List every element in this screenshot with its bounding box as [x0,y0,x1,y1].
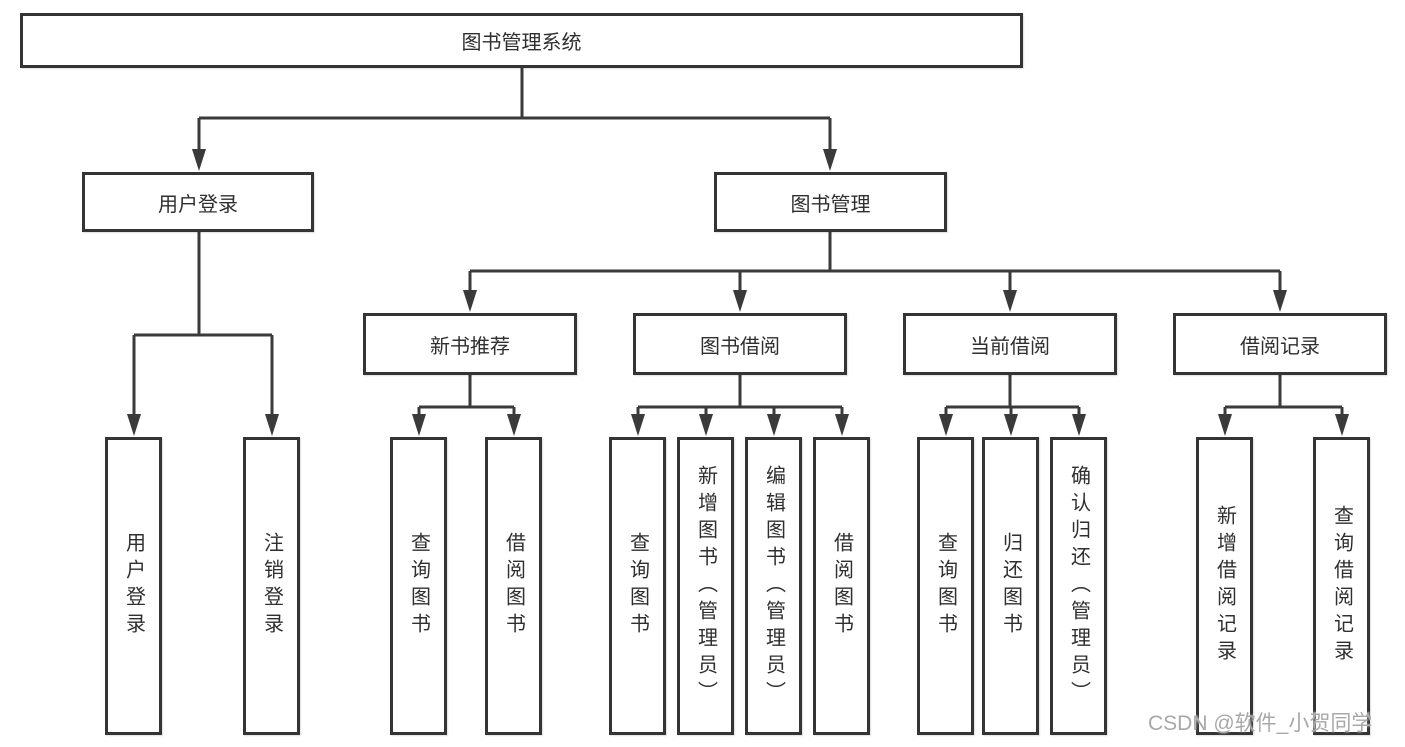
branch-current-borrowing [939,374,1086,436]
node-label: 图书管理 [790,193,871,216]
node-label: 图书借阅 [700,335,780,358]
leaf-borrow-books: 借阅图书 [813,437,870,735]
leaf-confirm-return-admin: 确认归还（管理员） [1050,437,1107,735]
leaf-logout: 注销登录 [243,437,300,735]
branch-book-borrowing [631,374,849,436]
node-label: 归还图书 [999,532,1022,640]
leaf-query-borrow-record: 查询借阅记录 [1313,437,1370,735]
node-label: 查询图书 [407,532,430,640]
node-label: 用户登录 [122,532,145,640]
node-label: 借阅记录 [1240,335,1320,358]
node-label: 用户登录 [158,193,238,216]
node-label: 新增图书（管理员） [694,464,717,708]
node-label: 编辑图书（管理员） [762,464,785,708]
branch-borrow-records [1218,374,1349,436]
node-current-borrowing: 当前借阅 [903,313,1117,375]
node-label: 查询借阅记录 [1330,505,1353,667]
leaf-add-borrow-record: 新增借阅记录 [1196,437,1253,735]
leaf-add-book-admin: 新增图书（管理员） [677,437,734,735]
csdn-watermark: CSDN @软件_小贺同学 [1148,712,1373,735]
node-label: 当前借阅 [970,335,1050,358]
leaf-edit-book-admin: 编辑图书（管理员） [745,437,802,735]
node-label: 新书推荐 [430,335,510,358]
node-book-management: 图书管理 [714,172,947,232]
leaf-query-books: 查询图书 [609,437,666,735]
leaf-query-books: 查询图书 [917,437,974,735]
node-label: 新增借阅记录 [1213,505,1236,667]
leaf-query-books: 查询图书 [390,437,447,735]
node-label: 借阅图书 [502,532,525,640]
leaf-borrow-books: 借阅图书 [485,437,542,735]
node-new-book-recommend: 新书推荐 [363,313,577,375]
node-label: 确认归还（管理员） [1067,464,1090,708]
node-borrow-records: 借阅记录 [1173,313,1387,375]
node-label: 查询图书 [626,532,649,640]
branch-book-management [463,231,1287,312]
branch-user-login [127,231,279,436]
node-label: 查询图书 [934,532,957,640]
leaf-return-books: 归还图书 [982,437,1039,735]
branch-new-book-recommend [412,374,521,436]
node-label: 借阅图书 [830,532,853,640]
node-label: 注销登录 [260,532,283,640]
branch-root [192,66,837,171]
node-user-login: 用户登录 [82,172,314,232]
node-label: 图书管理系统 [461,32,582,54]
leaf-user-login: 用户登录 [105,437,162,735]
node-book-borrowing: 图书借阅 [633,313,847,375]
node-library-system: 图书管理系统 [20,13,1023,68]
